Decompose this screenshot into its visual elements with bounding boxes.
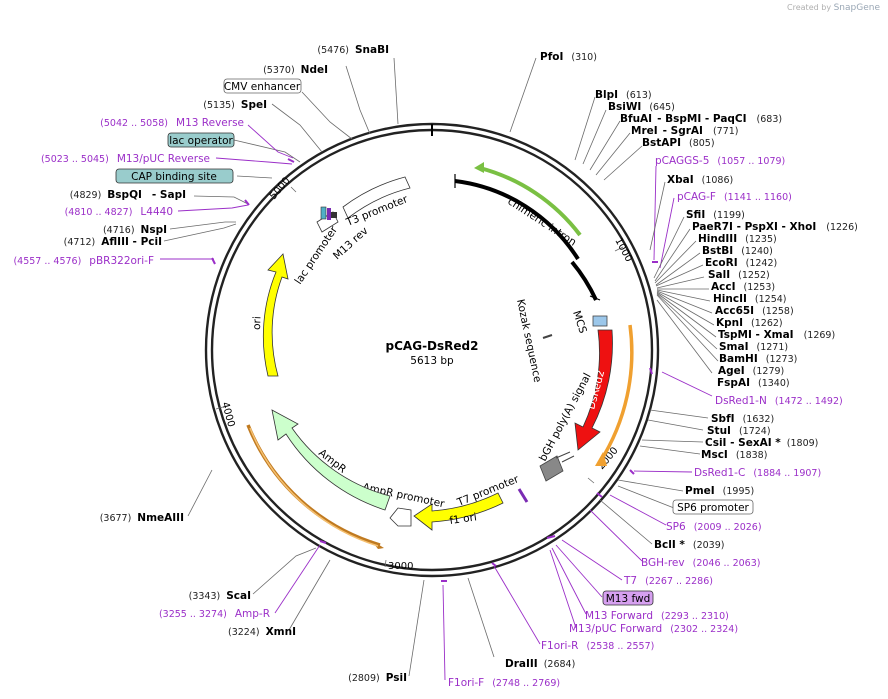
cap-binding-site-box[interactable]: [115, 168, 234, 184]
plasmid-name: pCAG-DsRed2: [386, 339, 479, 353]
primer-m13-forward[interactable]: M13 Forward(2293 .. 2310): [585, 610, 729, 622]
lac-operator-label: lac operator: [169, 135, 233, 147]
enzyme-paer7i-pspxi-xhoi[interactable]: PaeR7I - PspXI - XhoI(1226): [692, 221, 858, 233]
enzyme-snabi[interactable]: (5476)SnaBI: [317, 44, 389, 56]
enzyme-bstbi[interactable]: BstBI(1240): [702, 245, 773, 257]
enzyme-nspi[interactable]: (4716)NspI: [103, 224, 167, 236]
enzyme-bspqi-sapi[interactable]: (4829)BspQI- SapI: [70, 189, 186, 201]
enzyme-acc65i[interactable]: Acc65I(1258): [715, 305, 794, 317]
enzyme-smai[interactable]: SmaI(1271): [719, 341, 788, 353]
enzyme-acci[interactable]: AccI(1253): [711, 281, 775, 293]
sp6-promoter-box[interactable]: [672, 499, 754, 515]
enzyme-stui[interactable]: StuI(1724): [707, 425, 771, 437]
bgh-polya-label: bGH poly(A) signal: [537, 371, 594, 463]
enzyme-blpi[interactable]: BlpI(613): [595, 89, 652, 101]
primer-l4440[interactable]: (4810 .. 4827)L4440: [65, 206, 173, 218]
primer-pcaggs-5[interactable]: pCAGGS-5(1057 .. 1079): [655, 155, 785, 167]
boxed-labels: CMV enhancer lac operator CAP binding si…: [115, 78, 754, 606]
enzyme-afliii-pcii[interactable]: (4712)AflIII - PciI: [64, 236, 162, 248]
primer-f1ori-r[interactable]: F1ori-R(2538 .. 2557): [541, 640, 654, 652]
enzyme-psii[interactable]: (2809)PsiI: [348, 672, 407, 684]
kozak-feature: [542, 334, 553, 339]
tick-label-5000: 5000: [268, 175, 293, 202]
lac-operator-box[interactable]: [167, 132, 235, 148]
enzyme-fspai[interactable]: FspAI(1340): [717, 377, 790, 389]
kozak-label: Kozak sequence: [514, 298, 543, 383]
enzyme-bcli[interactable]: BclI *(2039): [654, 539, 724, 551]
primer-pcag-f[interactable]: pCAG-F(1141 .. 1160): [677, 191, 792, 203]
primer-dsred1-n[interactable]: DsRed1-N(1472 .. 1492): [715, 395, 843, 407]
t3-promoter-feature: [342, 176, 411, 219]
enzyme-bamhi[interactable]: BamHI(1273): [719, 353, 797, 365]
cap-binding-site-label: CAP binding site: [131, 171, 217, 183]
dsred2-feature: [574, 329, 613, 451]
primer-m13-puc-forward[interactable]: M13/pUC Forward(2302 .. 2324): [569, 623, 738, 635]
primer-m13-puc-reverse[interactable]: (5023 .. 5045)M13/pUC Reverse: [41, 153, 210, 165]
primer-amp-r[interactable]: (3255 .. 3274)Amp-R: [159, 608, 270, 620]
f1-ori-label: f1 ori: [449, 511, 478, 527]
enzyme-labels-left: (5476)SnaBI (5370)NdeI (5135)SpeI (4829)…: [64, 44, 576, 684]
mcs-label: MCS: [570, 309, 589, 335]
enzyme-scai[interactable]: (3343)ScaI: [189, 590, 251, 602]
enzyme-pmei[interactable]: PmeI(1995): [685, 485, 754, 497]
cmv-enhancer-box[interactable]: [223, 78, 302, 94]
enzyme-sfii[interactable]: SfiI(1199): [686, 209, 745, 221]
chimeric-intron-feature: [454, 179, 580, 261]
enzyme-tspmi-xmai[interactable]: TspMI - XmaI(1269): [718, 329, 835, 341]
primer-t7[interactable]: T7(2267 .. 2286): [623, 575, 713, 587]
primer-sp6[interactable]: SP6(2009 .. 2026): [666, 521, 762, 533]
snapgene-logo: SnapGene: [833, 3, 880, 13]
enzyme-mrei-sgrai[interactable]: MreI- SgrAI(771): [631, 125, 739, 137]
enzyme-ecori[interactable]: EcoRI(1242): [705, 257, 777, 269]
right-leader-lines: [493, 57, 719, 645]
site-marks: [211, 158, 658, 582]
enzyme-draiii[interactable]: DraIII(2684): [505, 658, 575, 670]
enzyme-kpni[interactable]: KpnI(1262): [716, 317, 783, 329]
enzyme-msci[interactable]: MscI(1838): [701, 449, 767, 461]
enzyme-sbfi[interactable]: SbfI(1632): [711, 413, 774, 425]
enzyme-xmni[interactable]: (3224)XmnI: [228, 626, 296, 638]
created-by-text: Created by: [787, 3, 832, 12]
enzyme-bstapi[interactable]: BstAPI(805): [642, 137, 715, 149]
m13-fwd-box[interactable]: [602, 590, 654, 606]
enzyme-agei[interactable]: AgeI(1279): [718, 365, 784, 377]
f1-ori-feature: [413, 492, 504, 531]
left-leader-lines: [160, 57, 495, 681]
enzyme-ndei[interactable]: (5370)NdeI: [263, 64, 328, 76]
backbone: [204, 122, 660, 578]
enzyme-spei[interactable]: (5135)SpeI: [203, 99, 267, 111]
cmv-enhancer-label: CMV enhancer: [224, 81, 301, 93]
sp6-promoter-label: SP6 promoter: [677, 502, 749, 514]
ampr-feature: [271, 409, 391, 511]
enzyme-bsiwi[interactable]: BsiWI(645): [608, 101, 675, 113]
ampr-promoter-feature: [389, 507, 412, 527]
primer-bgh-rev[interactable]: BGH-rev(2046 .. 2063): [641, 557, 760, 569]
ori-feature: [262, 253, 289, 377]
enzyme-sali[interactable]: SalI(1252): [708, 269, 770, 281]
enzyme-xbai[interactable]: XbaI(1086): [667, 174, 733, 186]
tick-label-3000: 3000: [388, 561, 413, 572]
t7-promoter-feature: [517, 488, 529, 503]
mcs-feature: [592, 315, 608, 327]
enzyme-pfoi[interactable]: PfoI(310): [540, 51, 597, 63]
primer-labels: (5042 .. 5058)M13 Reverse (5023 .. 5045)…: [13, 117, 842, 689]
enzyme-nmeaiii[interactable]: (3677)NmeAIII: [100, 512, 184, 524]
snapgene-branding: Created by SnapGene: [787, 3, 880, 13]
primer-m13-reverse[interactable]: (5042 .. 5058)M13 Reverse: [100, 117, 244, 129]
bgh-polya-feature: [539, 455, 564, 482]
enzyme-bfuai-bspmi-paqci[interactable]: BfuAI- BspMI - PaqCI(683): [620, 113, 782, 125]
primer-f1ori-f[interactable]: F1ori-F(2748 .. 2769): [448, 677, 560, 689]
plasmid-length: 5613 bp: [410, 355, 454, 367]
enzyme-labels-right: PfoI(310) BlpI(613) BsiWI(645) BfuAI- Bs…: [540, 51, 858, 551]
enzyme-hincii[interactable]: HincII(1254): [713, 293, 787, 305]
enzyme-csii-sexai[interactable]: CsiI - SexAI *(1809): [705, 437, 818, 449]
enzyme-hindiii[interactable]: HindIII(1235): [698, 233, 777, 245]
m13-fwd-label: M13 fwd: [606, 593, 651, 605]
primer-dsred1-c[interactable]: DsRed1-C(1884 .. 1907): [694, 467, 821, 479]
ori-label: ori: [251, 316, 263, 330]
primer-pbr322ori-f[interactable]: (4557 .. 4576)pBR322ori-F: [13, 255, 154, 267]
